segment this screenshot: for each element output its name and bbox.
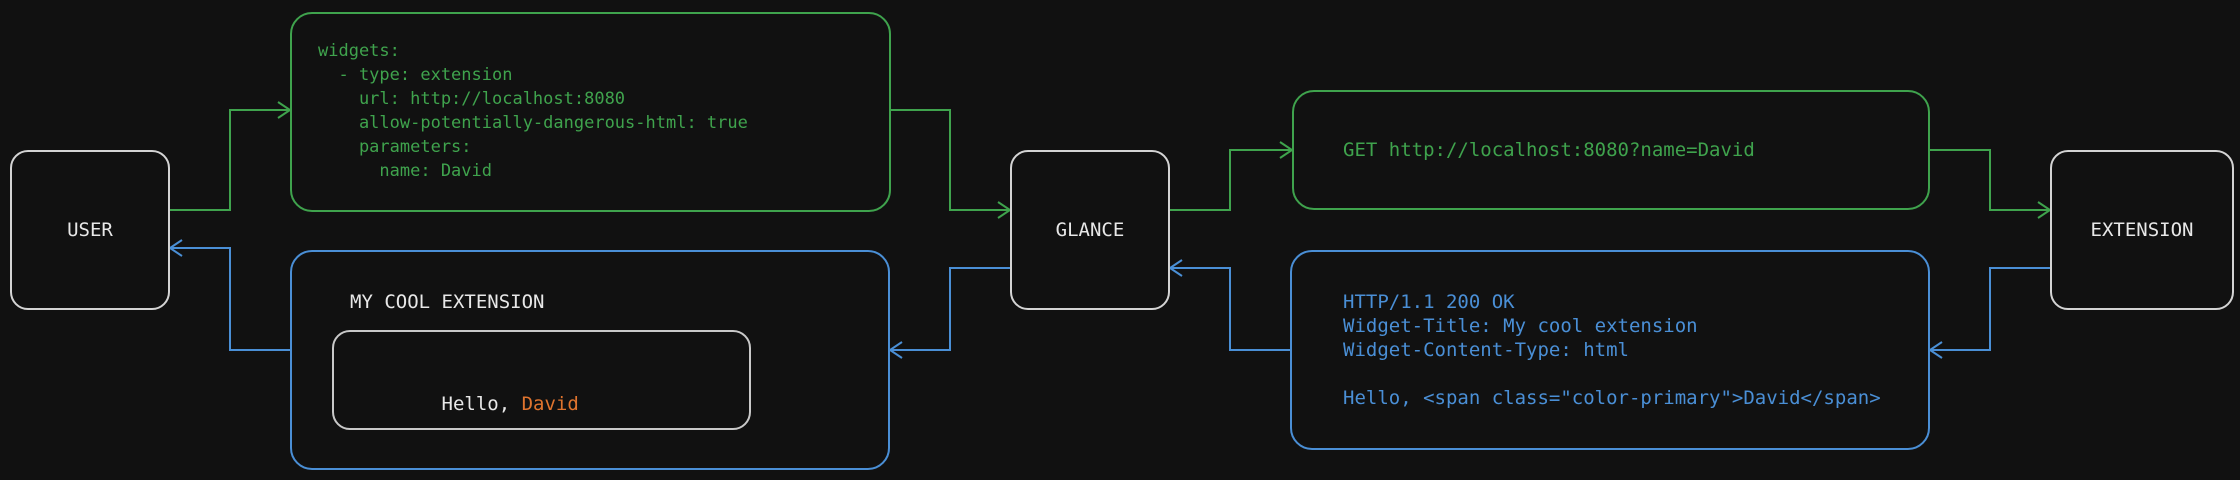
http-request-line: GET http://localhost:8080?name=David (1343, 139, 1755, 161)
widget-title: MY COOL EXTENSION (350, 291, 545, 313)
node-user-label: USER (67, 219, 113, 241)
yaml-config-box: widgets: - type: extension url: http://l… (290, 12, 891, 212)
http-response-code: HTTP/1.1 200 OK Widget-Title: My cool ex… (1343, 290, 1881, 410)
yaml-config-line: parameters: (318, 137, 472, 157)
response-to-glance-arrow (1168, 259, 1290, 351)
request-to-extension-arrow (1930, 149, 2052, 219)
user-to-config-arrow (170, 101, 292, 211)
node-glance-label: GLANCE (1055, 219, 1125, 241)
http-response-line (1343, 362, 1881, 386)
glance-to-request-arrow (1170, 141, 1294, 211)
http-response-line: Hello, <span class="color-primary">David… (1343, 387, 1881, 409)
extension-to-response-arrow (1928, 267, 2050, 359)
widget-content-box: Hello, David (332, 330, 751, 430)
http-response-box: HTTP/1.1 200 OK Widget-Title: My cool ex… (1290, 250, 1930, 450)
http-request-box: GET http://localhost:8080?name=David (1292, 90, 1930, 210)
yaml-config-code: widgets: - type: extension url: http://l… (318, 39, 748, 183)
http-response-line: HTTP/1.1 200 OK (1343, 291, 1515, 313)
greeting-name: David (521, 393, 579, 415)
http-response-line: Widget-Content-Type: html (1343, 339, 1629, 361)
yaml-config-line: widgets: (318, 41, 400, 61)
yaml-config-line: name: David (318, 161, 492, 181)
http-response-line: Widget-Title: My cool extension (1343, 315, 1698, 337)
greeting-text: Hello, David (350, 368, 579, 415)
widget-to-user-arrow (168, 239, 290, 351)
rendered-widget-box: MY COOL EXTENSION Hello, David (290, 250, 890, 470)
node-extension: EXTENSION (2050, 150, 2234, 310)
yaml-config-line: url: http://localhost:8080 (318, 89, 626, 109)
yaml-config-line: - type: extension (318, 65, 513, 85)
node-glance: GLANCE (1010, 150, 1170, 310)
node-extension-label: EXTENSION (2090, 219, 2194, 241)
config-to-glance-arrow (891, 109, 1012, 219)
yaml-config-line: allow-potentially-dangerous-html: true (318, 113, 748, 133)
node-user: USER (10, 150, 170, 310)
greeting-prefix: Hello, (441, 393, 522, 415)
glance-to-widget-arrow (888, 267, 1010, 359)
